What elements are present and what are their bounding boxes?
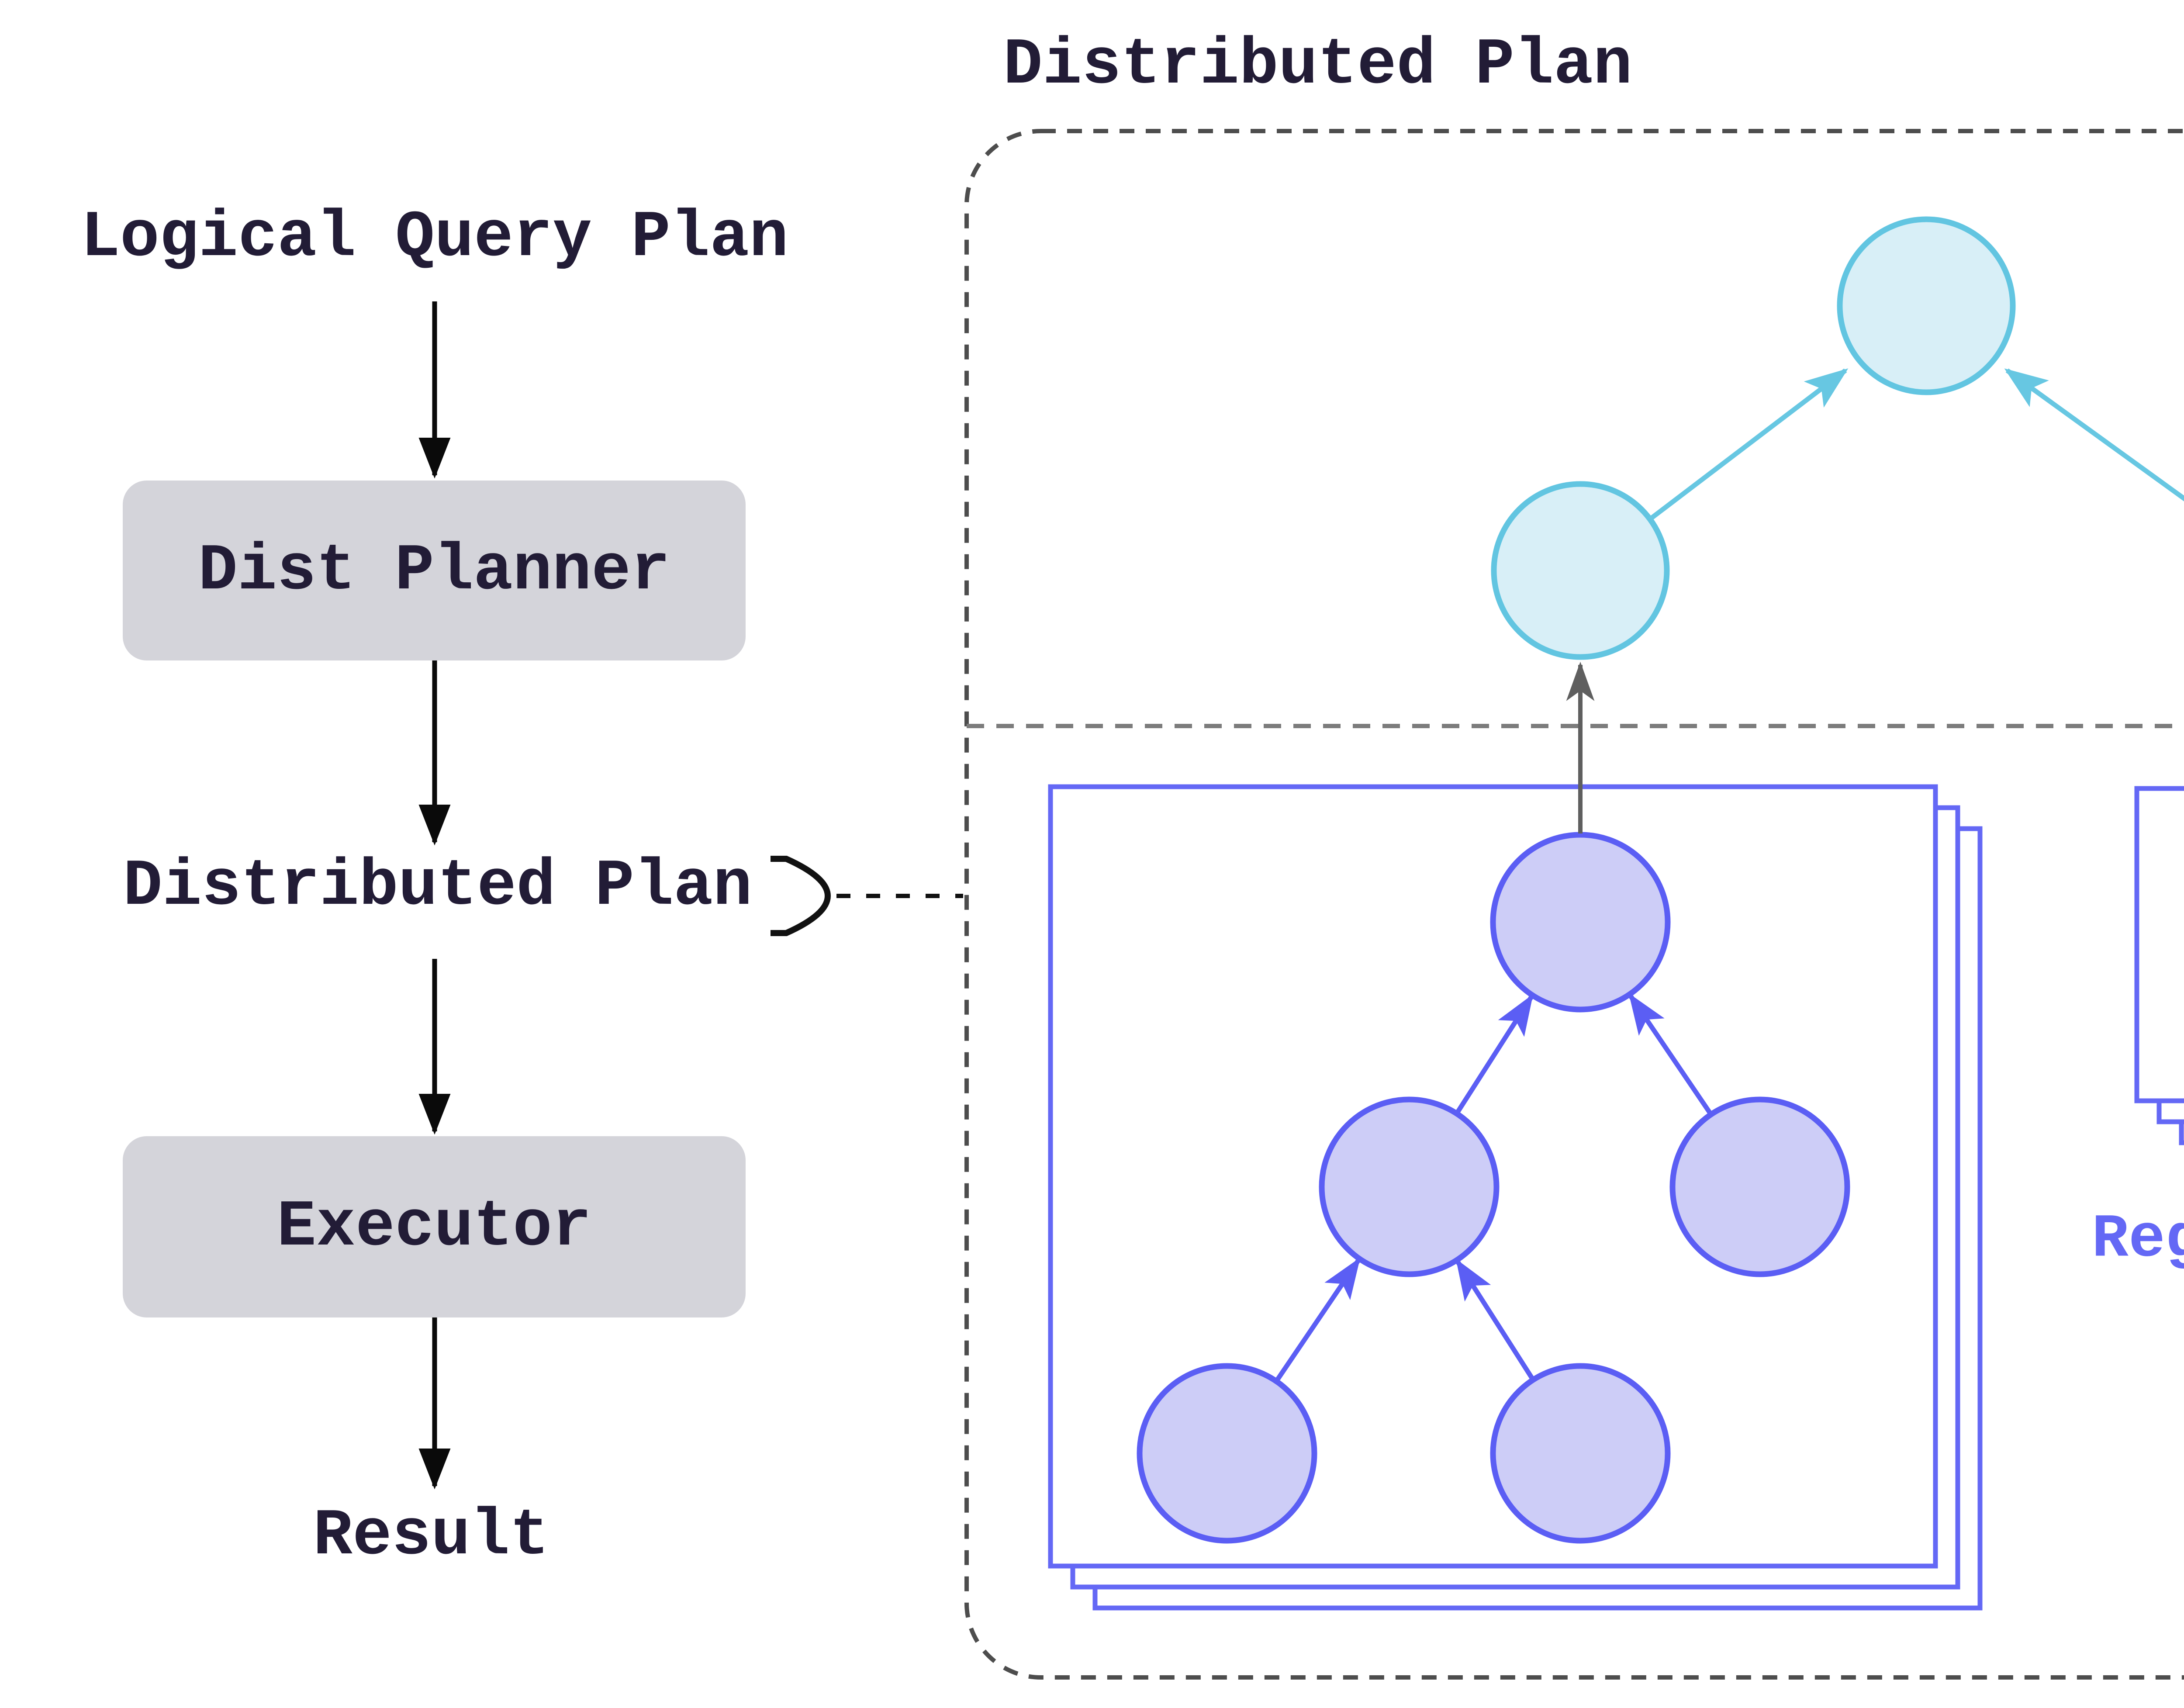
executor-box — [123, 1136, 746, 1317]
right-region-stack — [2134, 786, 2184, 1145]
executor-label: Executor — [277, 1190, 591, 1265]
distributed-plan-label: Distributed Plan — [123, 850, 752, 924]
frontend-stage-tree — [1491, 216, 2184, 660]
datanode-tree-leaf-left — [1137, 1363, 1317, 1544]
arrow-frontend-left-to-root — [1648, 368, 1849, 521]
frontend-left-node — [1491, 481, 1670, 660]
logical-query-plan-label: Logical Query Plan — [81, 201, 788, 275]
arrow-leaf-left-to-mid-left — [1274, 1257, 1361, 1383]
dist-planner-label: Dist Planner — [198, 534, 670, 609]
datanode-tree-leaf-center — [1490, 1363, 1671, 1544]
datanode-tree-mid-right — [1669, 1096, 1850, 1277]
arrow-mid-right-to-root — [1628, 993, 1713, 1116]
distributed-plan-container: Distributed Plan Frontend Stage Datanode… — [964, 28, 2184, 1680]
container-dashed-border — [964, 129, 2184, 1680]
arrow-frontend-right-to-root — [2004, 368, 2184, 501]
arrow-leaf-center-to-mid-left — [1455, 1259, 1535, 1381]
dist-planner-box — [123, 481, 746, 660]
result-label: Result — [313, 1499, 549, 1573]
datanode-tree-root — [1490, 832, 1671, 1013]
arrow-mid-left-to-root — [1455, 994, 1534, 1115]
container-title: Distributed Plan — [1003, 28, 1632, 103]
datanode-tree-mid-left — [1319, 1096, 1500, 1277]
left-region-stack — [1048, 784, 1983, 1611]
region-box-front — [2134, 786, 2184, 1103]
left-flow: Logical Query Plan Dist Planner Distribu… — [81, 201, 963, 1573]
frontend-root-node — [1837, 216, 2016, 395]
brace-icon — [771, 856, 831, 936]
regions-label: Regions — [2092, 1205, 2184, 1275]
